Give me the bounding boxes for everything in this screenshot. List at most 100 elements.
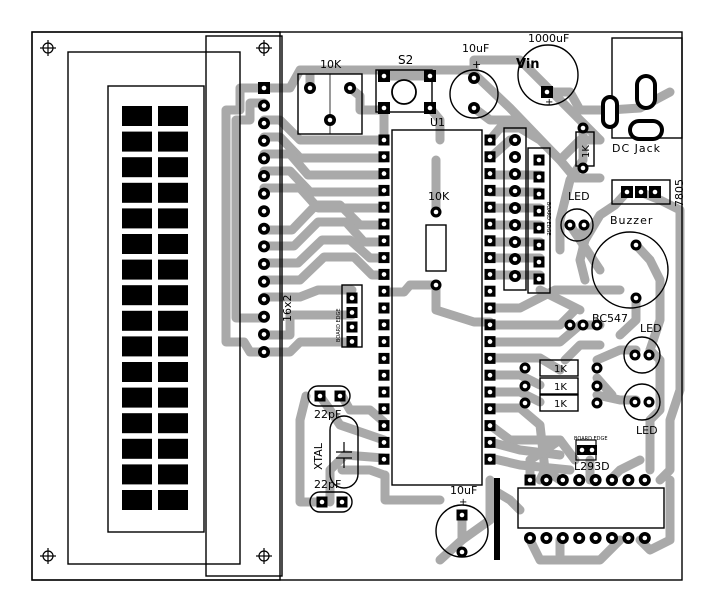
round-pad (468, 72, 480, 84)
pad-drill (567, 322, 573, 328)
round-pad (629, 396, 641, 408)
round-pad (606, 474, 618, 486)
round-pad (591, 319, 603, 331)
square-pad (533, 205, 545, 217)
round-pad (258, 134, 270, 147)
round-pad (509, 270, 521, 282)
square-pad (346, 321, 358, 333)
pad-drill (560, 477, 566, 483)
round-pad (577, 319, 589, 331)
round-pad (638, 532, 651, 544)
round-pad (577, 122, 589, 134)
lcd-cell (158, 234, 188, 254)
pad-drill (487, 305, 493, 311)
square-pad (378, 218, 390, 230)
lcd-cell (158, 464, 188, 485)
pad-drill (594, 365, 600, 371)
pad-drill (349, 310, 355, 315)
square-pad (621, 186, 633, 198)
square-pad (484, 168, 496, 180)
square-pad (378, 201, 390, 213)
pad-drill (381, 456, 387, 462)
lcd-cell (122, 413, 152, 434)
square-pad (577, 445, 587, 455)
pad-drill (522, 365, 528, 371)
square-pad (378, 168, 390, 180)
round-pad (456, 546, 468, 558)
round-pad (430, 206, 442, 218)
lcd-cell (122, 336, 152, 357)
pad-drill (487, 272, 493, 277)
lcd-cell (122, 285, 152, 306)
square-pad (316, 496, 328, 508)
pad-drill (381, 221, 387, 227)
pad-drill (381, 255, 387, 260)
pad-drill (544, 89, 550, 95)
label-board-edge-3: BOARD EDGE (574, 436, 608, 442)
pad-drill (261, 261, 267, 267)
square-pad (378, 70, 390, 82)
square-pad (533, 256, 545, 268)
round-pad (258, 310, 270, 323)
square-pad (484, 369, 496, 381)
pad-drill (381, 322, 387, 328)
round-pad (430, 279, 442, 291)
square-pad (484, 319, 496, 331)
lcd-cell (122, 157, 152, 178)
pad-drill (261, 85, 267, 91)
square-pad (456, 509, 468, 521)
lcd-module-outline (31, 31, 281, 581)
pad-drill (381, 389, 387, 395)
square-pad (484, 403, 496, 415)
square-pad (424, 70, 436, 82)
label-board-edge-1: BOARD EDGE (545, 202, 551, 236)
l293d-outline (517, 487, 665, 529)
pad-drill (544, 477, 549, 483)
lcd-cell (158, 310, 188, 331)
square-pad (378, 403, 390, 415)
cap-22pf-top-outline (307, 385, 351, 407)
round-pad (258, 187, 270, 200)
lcd-cell (122, 234, 152, 254)
pad-drill (261, 191, 267, 196)
square-pad (378, 420, 390, 432)
round-pad (589, 532, 602, 544)
pad-drill (626, 535, 631, 541)
round-pad (524, 532, 536, 544)
pad-drill (261, 314, 267, 320)
pad-drill (579, 447, 585, 453)
round-pad (564, 219, 576, 231)
round-pad (258, 99, 270, 112)
label-1k-c: 1K (554, 399, 567, 410)
pad-drill (487, 171, 493, 176)
pad-drill (261, 156, 267, 161)
square-pad (378, 252, 390, 264)
square-pad (484, 285, 496, 297)
round-pad (629, 349, 641, 361)
pad-drill (381, 171, 387, 176)
pad-drill (349, 324, 355, 330)
lcd-cell (158, 259, 188, 280)
buzzer-outline (591, 231, 669, 309)
led-low-outline (623, 383, 661, 421)
lcd-cell (122, 464, 152, 485)
lcd-cell (158, 285, 188, 306)
square-pad (484, 453, 496, 465)
mount-holes (40, 40, 272, 564)
pad-drill (487, 221, 493, 227)
round-pad (591, 397, 603, 409)
pad-drill (487, 204, 493, 210)
lcd-cell (122, 362, 152, 382)
lcd-cell (122, 490, 152, 510)
pad-drill (487, 339, 493, 344)
square-pad (334, 390, 346, 402)
label-1k-a: 1K (554, 364, 567, 375)
dc-jack-pin-c-drill (605, 99, 615, 125)
label-10k-mid: 10K (428, 190, 450, 203)
round-pad (258, 152, 270, 165)
pad-drill (381, 440, 387, 445)
lcd-cell (158, 387, 188, 408)
pad-drill (487, 456, 493, 462)
pad-drill (609, 477, 615, 483)
square-pad (484, 151, 496, 163)
